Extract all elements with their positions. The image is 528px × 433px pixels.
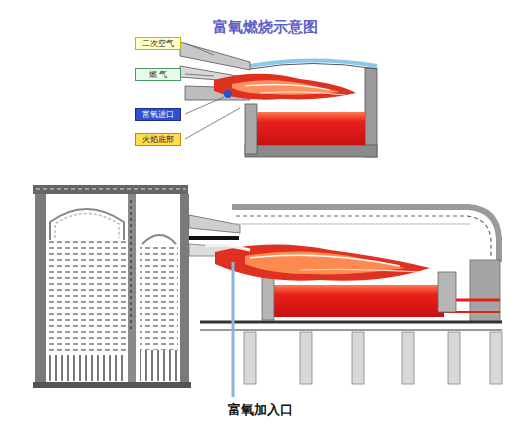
small-furnace bbox=[180, 42, 377, 157]
label-box: 火焰底部 bbox=[135, 133, 181, 146]
diagram-title: 富氧燃烧示意图 bbox=[213, 18, 318, 37]
melting-tank bbox=[205, 207, 500, 322]
label-text: 二次空气 bbox=[142, 40, 174, 48]
leader-lines bbox=[185, 43, 240, 139]
label-text: 燃 气 bbox=[149, 71, 168, 79]
label-box: 富氧进口 bbox=[135, 108, 181, 121]
regenerator bbox=[33, 185, 191, 388]
label-box: 二次空气 bbox=[135, 37, 181, 50]
support-structure bbox=[200, 322, 502, 384]
label-box: 燃 气 bbox=[135, 68, 181, 81]
label-text: 火焰底部 bbox=[142, 136, 174, 144]
inlet-label: 富氧加入口 bbox=[228, 401, 293, 419]
oxygen-inlet-line bbox=[232, 262, 235, 397]
label-text: 富氧进口 bbox=[142, 111, 174, 119]
